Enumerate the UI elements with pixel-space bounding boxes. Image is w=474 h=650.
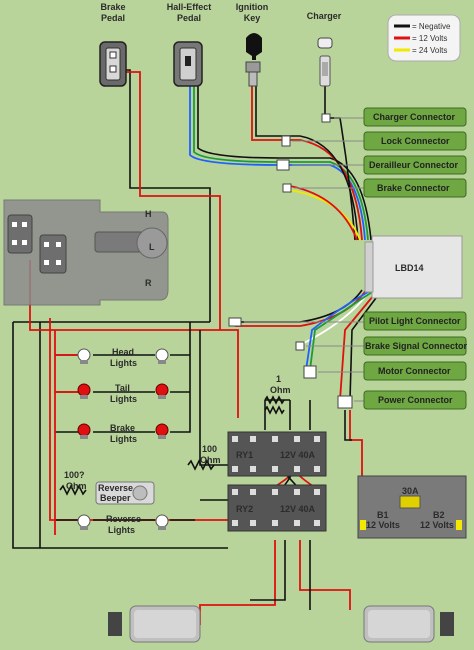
tail-light-right: [155, 383, 169, 399]
relay-top-wire: [264, 399, 311, 430]
charger-label: Charger: [307, 11, 342, 21]
battery-box: [357, 475, 467, 539]
brake-pedal: [99, 41, 127, 87]
derailleur-connector-box: [363, 155, 467, 175]
controller-label: LBD14: [395, 263, 424, 273]
charger-connector-label: Charger Connector: [373, 112, 456, 122]
motor-connector-label: Motor Connector: [378, 366, 451, 376]
motor-left: [108, 605, 201, 643]
motor-blue-wire: [305, 289, 373, 371]
lock-connector-label: Lock Connector: [381, 136, 450, 146]
head-light-left: [77, 348, 91, 364]
hall-effect-pedal: [173, 41, 203, 87]
negative-loop-wire: [12, 69, 228, 549]
charger-plug: [317, 37, 333, 87]
ignition-key: [245, 33, 262, 87]
legend-negative-label: = Negative: [412, 22, 451, 31]
motor-red-wire: [199, 540, 351, 625]
relay-1-label: RY1: [236, 450, 253, 460]
battery-2-label: B2: [433, 510, 445, 520]
shifter-high-label: H: [145, 209, 152, 219]
shifter-low-label: L: [149, 242, 155, 252]
connector-labels: [244, 107, 467, 410]
brake-connector-label: Brake Connector: [377, 183, 450, 193]
shifter: [3, 199, 169, 306]
power-connector-label: Power Connector: [378, 395, 453, 405]
charger-connector-box: [363, 107, 467, 127]
motor-green-wire: [309, 289, 376, 371]
brake-light-left: [77, 423, 91, 439]
battery-black-wire: [344, 410, 352, 441]
tail-light-left: [77, 383, 91, 399]
pilot-light-connector-label: Pilot Light Connector: [369, 316, 461, 326]
connector-plugs: [228, 113, 353, 409]
pedal-black-wire: [197, 70, 372, 241]
reverse-light-left: [77, 514, 91, 530]
brake-signal-connector-label: Brake Signal Connector: [365, 341, 468, 351]
relay-2-label: RY2: [236, 504, 253, 514]
resistor-1-ohm: [264, 395, 285, 415]
shifter-reverse-label: R: [145, 278, 152, 288]
pilot-light-connector-box: [363, 311, 467, 331]
power-black-wire: [349, 289, 383, 401]
motor-connector-box: [363, 361, 467, 381]
battery-1-volts: 12 Volts: [366, 520, 400, 530]
brake-connector-box: [363, 178, 467, 198]
battery-1-label: B1: [377, 510, 389, 520]
legend-12v-label: = 12 Volts: [412, 34, 447, 43]
resistor-100q-ohm: [59, 484, 87, 496]
controller-box: [364, 235, 463, 299]
pilot-black-wire: [230, 289, 363, 323]
motor-black-wire: [250, 540, 311, 610]
relay-2-spec: 12V 40A: [280, 504, 316, 514]
key-black-wire: [255, 85, 359, 241]
light-feed-wire: [54, 330, 78, 535]
head-light-right: [155, 348, 169, 364]
battery-2-volts: 12 Volts: [420, 520, 454, 530]
relay-feed-wire: [199, 330, 228, 501]
brake-signal-connector-box: [363, 336, 467, 356]
fuse-30a: [399, 495, 421, 509]
brake-light-right: [155, 423, 169, 439]
legend-24v-label: = 24 Volts: [412, 46, 447, 55]
legend: = Negative = 12 Volts = 24 Volts: [387, 14, 461, 62]
relay-2: [227, 484, 327, 532]
derailleur-connector-label: Derailleur Connector: [369, 160, 459, 170]
brake-red-wire: [289, 185, 358, 241]
motor-right: [363, 605, 454, 643]
lock-connector-box: [363, 131, 467, 151]
resistor-100q-label: 100?Ohm: [64, 470, 87, 491]
fuse-label: 30A: [402, 486, 419, 496]
resistor-100-ohm: [187, 459, 215, 471]
power-connector-box: [363, 390, 467, 410]
brake-yellow-wire: [289, 189, 361, 241]
reverse-light-right: [155, 514, 169, 530]
pilot-red-wire: [235, 289, 367, 327]
power-red-wire: [339, 289, 379, 401]
relay-1-spec: 12V 40A: [280, 450, 316, 460]
reverse-beeper: [95, 481, 155, 505]
relay-1: [227, 431, 327, 477]
